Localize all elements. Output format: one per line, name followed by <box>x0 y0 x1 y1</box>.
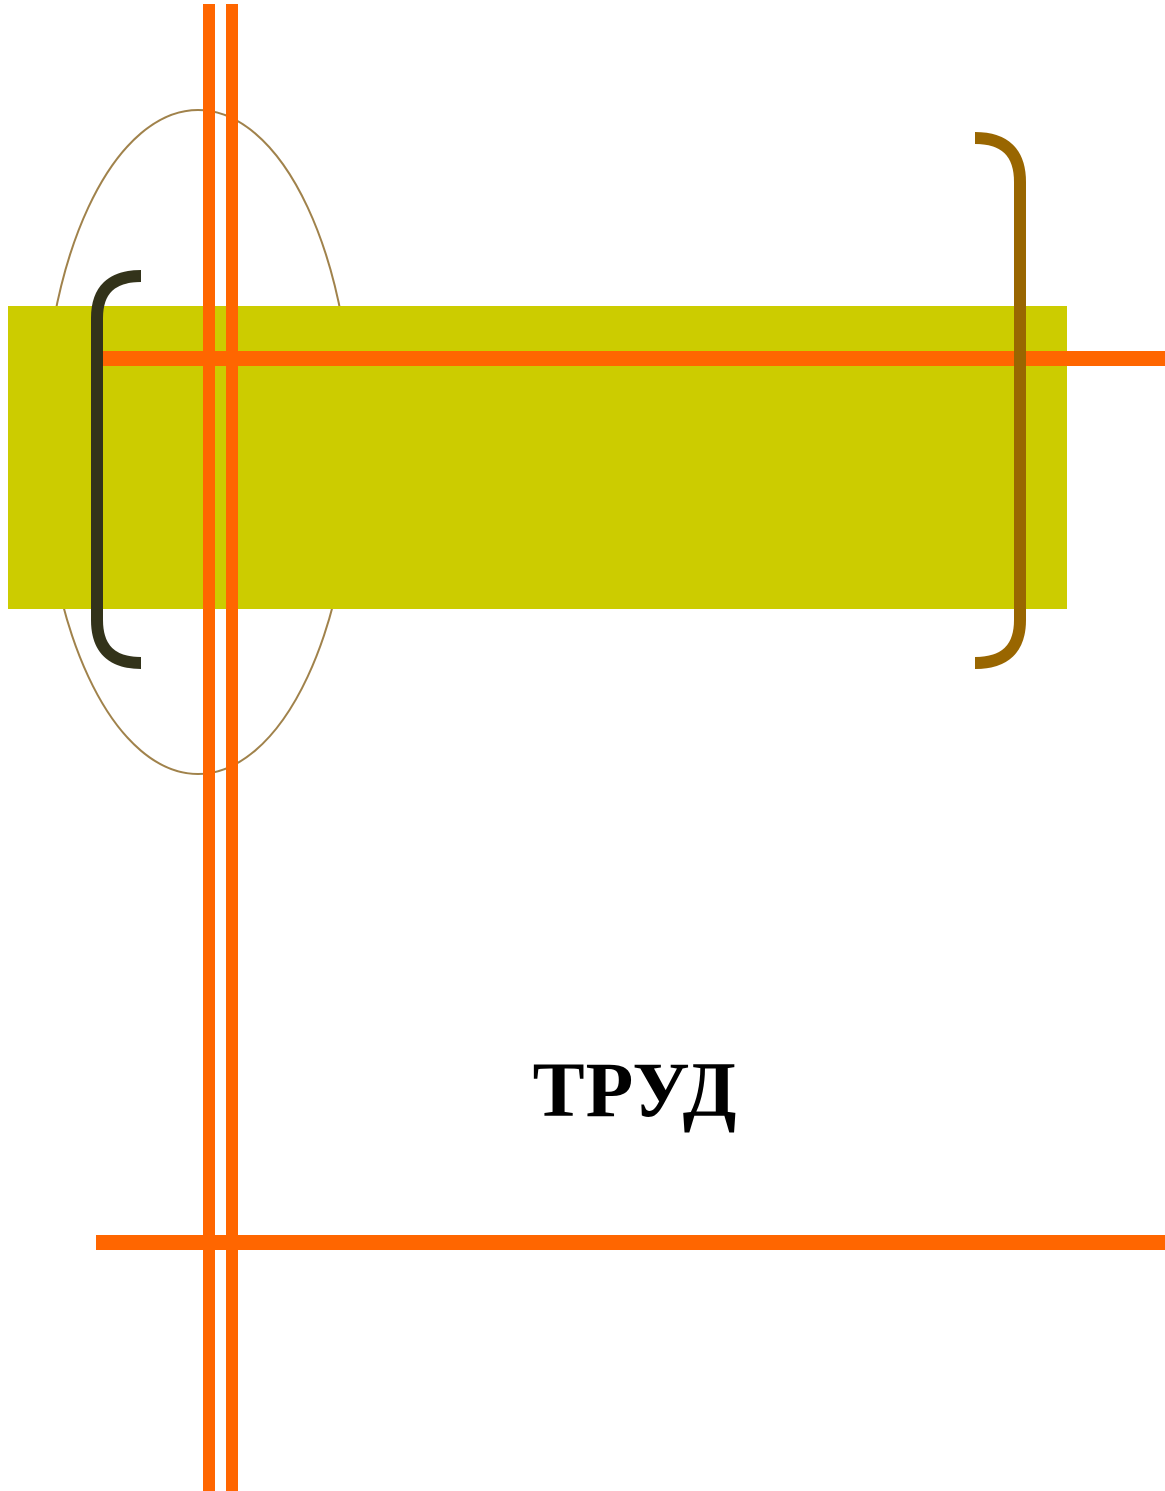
horizontal-rule-top <box>100 351 1165 366</box>
right-bracket <box>974 132 1026 669</box>
left-bracket <box>91 270 142 669</box>
horizontal-rule-bottom <box>96 1235 1165 1250</box>
vertical-rule-left <box>203 4 215 1491</box>
vertical-rule-right <box>226 4 238 1491</box>
page-title: ТРУД <box>532 1046 738 1133</box>
